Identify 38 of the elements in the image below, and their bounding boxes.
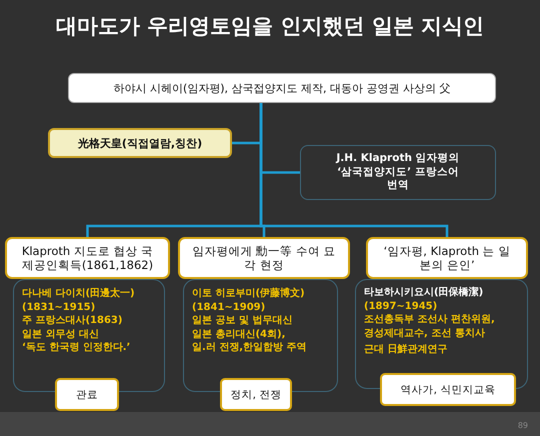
profile-line: 일본 외무성 대신 [22,328,99,341]
role-box [380,373,516,406]
box-text: 정치, 전쟁 [230,388,282,402]
box-text: ‘임자평, Klaproth 는 일본의 은인’ [382,244,512,272]
profile-line: (1897~1945) [364,300,438,313]
role-box [55,378,119,411]
box-text: Klaproth 지도로 협상 국제공인획득(1861,1862) [20,244,154,272]
role-box [220,378,292,411]
translator-box [300,145,496,200]
slide-title: 대마도가 우리영토임을 인지했던 일본 지식인 [54,13,486,40]
profile-line: 다나베 다이치(田邊太一) [22,287,135,300]
box-text: 역사가, 식민지교육 [400,382,496,396]
heading-box [366,237,528,279]
profile-line: 일본 총리대신(4회), [192,328,286,341]
heading-box [178,237,350,279]
profile-line: 조선총독부 조선사 편찬위원, [364,313,495,326]
heading-box [5,237,170,279]
profile-line: 일.러 전쟁,한일합방 주역 [192,341,307,354]
box-text: 임자평에게 勳一等 수여 묘각 현정 [192,244,336,272]
box-text: 光格天皇(직접열람,칭찬) [78,136,202,150]
profile-line: 경성제대교수, 조선 통치사 [364,326,485,340]
profile-panel [183,279,338,392]
profile-line: 타보하시키요시(田保橋潔) [364,286,484,300]
box-text: 하야시 시헤이(임자평), 삼국접양지도 제작, 대동아 공영권 사상의 父 [113,80,451,96]
profile-line: 일본 공보 및 법무대신 [192,314,292,328]
box-text: 관료 [76,388,98,402]
profile-line: 이토 히로부미(伊藤博文) [192,287,305,300]
emperor-box [48,128,232,158]
profile-line: (1841~1909) [192,300,266,314]
profile-line: 근대 日鮮관계연구 [364,343,448,356]
profile-line: 주 프랑스대사(1863) [22,314,122,328]
box-text: J.H. Klaproth 임자평의 ‘삼국접양지도’ 프랑스어 번역 [334,152,461,193]
profile-line: ‘독도 한국령 인정한다.’ [22,341,130,354]
title-box [68,73,496,103]
profile-line: (1831~1915) [22,300,96,314]
connector-line [260,103,448,237]
profile-panel [13,279,165,392]
page-number: 89 [518,421,528,430]
